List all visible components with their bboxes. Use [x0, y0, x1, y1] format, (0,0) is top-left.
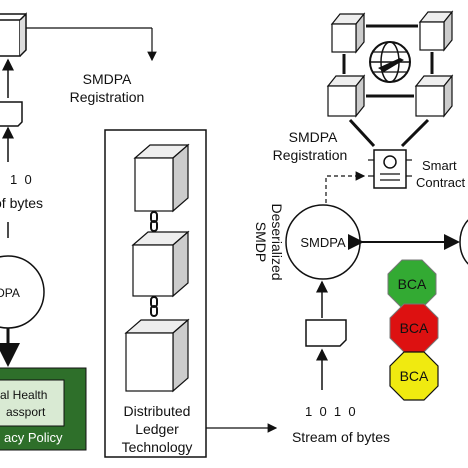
deserialized-label-1: Deserialized — [269, 203, 285, 280]
smdpa-registration-right-2: Registration — [273, 147, 348, 163]
right-partial-node — [459, 219, 468, 265]
chain-link-1 — [150, 211, 158, 232]
network-node-bottom-right — [414, 74, 454, 118]
right-document-icon — [305, 319, 347, 347]
globe-icon — [369, 41, 411, 83]
dlt-label-2: Ledger — [135, 421, 179, 437]
ledger-block-1 — [133, 143, 190, 213]
smdpa-registration-right-1: SMDPA — [289, 129, 338, 145]
right-stream-label: Stream of bytes — [292, 429, 390, 445]
ledger-block-3 — [124, 318, 190, 393]
network-node-top-right — [418, 10, 454, 52]
svg-text:BCA: BCA — [400, 368, 429, 384]
left-dpa-label: DPA — [0, 286, 20, 300]
left-document-icon — [0, 101, 23, 127]
deserialized-label-2: SMDP — [253, 222, 269, 262]
ledger-block-2 — [131, 230, 190, 298]
dlt-label-1: Distributed — [124, 403, 191, 419]
left-bits: 1 0 — [10, 172, 32, 187]
smdpa-registration-top-2: Registration — [70, 89, 145, 105]
smart-contract-icon — [368, 149, 412, 189]
left-top-cube — [0, 12, 27, 57]
bca-red-octagon: BCA — [389, 303, 439, 353]
bca-green-octagon: BCA — [387, 259, 437, 309]
passport-line-2: assport — [6, 405, 46, 419]
left-stream-label: of bytes — [0, 195, 43, 211]
passport-line-1: al Health — [0, 388, 47, 402]
privacy-policy-label: acy Policy — [4, 430, 63, 445]
dlt-label-3: Technology — [122, 439, 193, 455]
network-node-top-left — [330, 12, 366, 54]
smdpa-registration-top-1: SMDPA — [83, 71, 132, 87]
network-node-bottom-left — [326, 74, 366, 118]
chain-link-2 — [150, 296, 158, 317]
svg-text:BCA: BCA — [398, 276, 427, 292]
registration-dashed-arrow — [325, 171, 366, 210]
right-bits: 1 0 1 0 — [305, 404, 356, 419]
smart-contract-label-1: Smart — [422, 158, 457, 173]
passport-card — [0, 379, 65, 427]
smdpa-node-label: SMDPA — [300, 235, 346, 250]
svg-text:BCA: BCA — [400, 320, 429, 336]
network-chain-links — [342, 24, 434, 148]
smart-contract-label-2: Contract — [416, 175, 466, 190]
bca-yellow-octagon: BCA — [389, 351, 439, 401]
